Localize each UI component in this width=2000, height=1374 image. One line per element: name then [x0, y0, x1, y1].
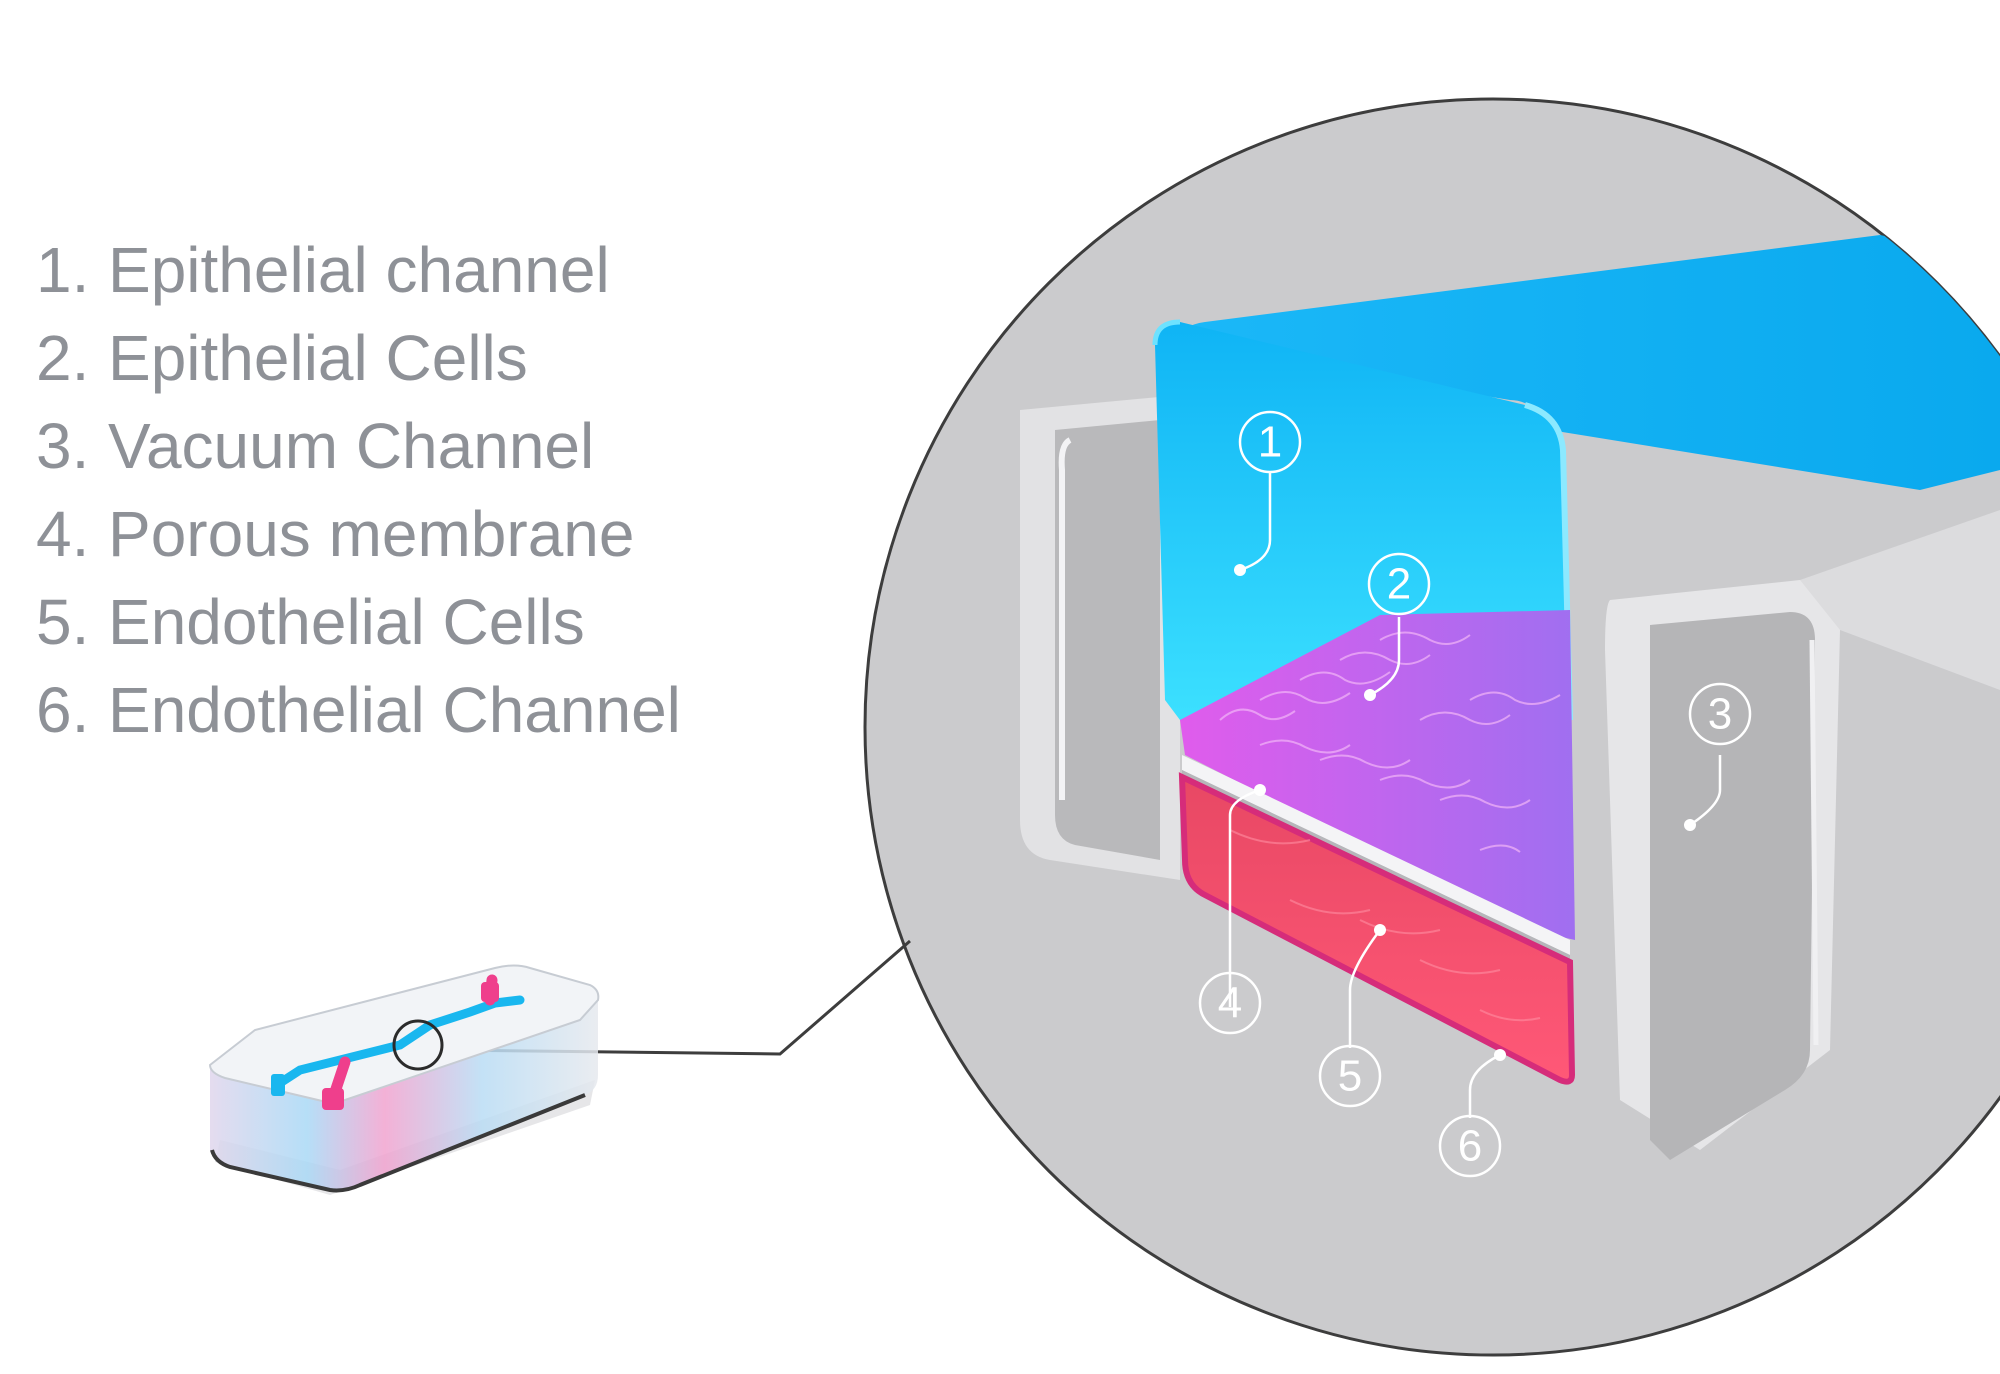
- legend-number: 6.: [36, 674, 90, 746]
- organ-chip-device: [208, 964, 600, 1195]
- legend-item-endothelial-cells: 5. Endothelial Cells: [36, 578, 681, 666]
- callout-1: 1: [1238, 410, 1302, 474]
- vacuum-channel-right: [1605, 510, 2000, 1160]
- legend-item-epithelial-cells: 2. Epithelial Cells: [36, 314, 681, 402]
- legend-label: Endothelial Channel: [108, 674, 681, 746]
- legend-number: 2.: [36, 322, 90, 394]
- callout-leaders: [1228, 472, 1722, 1118]
- legend-list: 1. Epithelial channel 2. Epithelial Cell…: [36, 226, 681, 754]
- callout-6: 6: [1438, 1114, 1502, 1178]
- callout-dots: [1234, 564, 1696, 1061]
- legend-item-vacuum-channel: 3. Vacuum Channel: [36, 402, 681, 490]
- legend-item-porous-membrane: 4. Porous membrane: [36, 490, 681, 578]
- callout-5: 5: [1318, 1044, 1382, 1108]
- legend-item-endothelial-channel: 6. Endothelial Channel: [36, 666, 681, 754]
- callout-3: 3: [1688, 682, 1752, 746]
- epithelial-cells-layer: [1180, 610, 1575, 940]
- chip-port-pink: [322, 1088, 344, 1110]
- callout-2: 2: [1367, 552, 1431, 616]
- legend-number: 1.: [36, 234, 90, 306]
- legend-label: Epithelial Cells: [108, 322, 528, 394]
- legend-label: Vacuum Channel: [108, 410, 595, 482]
- callout-number: 5: [1338, 1052, 1362, 1101]
- chip-port-pink-2: [481, 982, 499, 1002]
- callout-number: 4: [1218, 979, 1242, 1028]
- vacuum-channel-left: [1020, 395, 1180, 880]
- legend-item-epithelial-channel: 1. Epithelial channel: [36, 226, 681, 314]
- legend-number: 3.: [36, 410, 90, 482]
- chip-zoom-marker: [392, 1019, 444, 1071]
- legend-label: Endothelial Cells: [108, 586, 585, 658]
- legend-number: 5.: [36, 586, 90, 658]
- legend-number: 4.: [36, 498, 90, 570]
- chip-port-blue: [271, 1074, 285, 1096]
- legend-label: Epithelial channel: [108, 234, 610, 306]
- callout-number: 3: [1708, 690, 1732, 739]
- callout-number: 1: [1258, 418, 1282, 467]
- legend-label: Porous membrane: [108, 498, 635, 570]
- zoom-view: 1 2 3 4 5 6: [863, 97, 2000, 1357]
- chip-bottom-edge: [210, 1093, 586, 1193]
- callout-number: 6: [1458, 1122, 1482, 1171]
- callout-4: 4: [1198, 971, 1262, 1035]
- callout-number: 2: [1387, 560, 1411, 609]
